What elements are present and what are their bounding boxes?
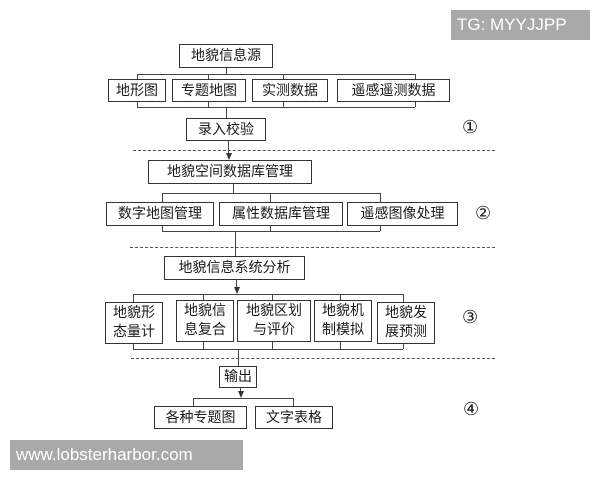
node-text-line: 地貌形 xyxy=(113,305,155,321)
node-digital-map-management: 数字地图管理 xyxy=(106,202,214,226)
connector xyxy=(240,388,242,392)
connector xyxy=(162,231,380,233)
node-input-verification: 录入校验 xyxy=(186,118,266,141)
node-geomorph-info-source: 地貌信息源 xyxy=(179,44,273,68)
stage-divider xyxy=(133,150,495,151)
node-mechanism-simulation: 地貌机 制模拟 xyxy=(314,300,372,342)
connector xyxy=(137,74,415,76)
stage-label-3: ③ xyxy=(462,307,479,328)
arrow-down-icon xyxy=(233,287,240,294)
node-thematic-map: 专题地图 xyxy=(172,79,246,102)
node-text-line: 息复合 xyxy=(184,322,226,338)
connector xyxy=(193,398,293,400)
connector xyxy=(228,141,230,154)
stage-label-1: ① xyxy=(462,117,479,138)
node-output: 输出 xyxy=(219,366,257,388)
node-attribute-database-management: 属性数据库管理 xyxy=(219,202,343,226)
connector xyxy=(133,294,403,296)
node-text-line: 展预测 xyxy=(385,324,427,340)
connector xyxy=(293,398,295,406)
connector xyxy=(236,280,238,288)
stage-label-2: ② xyxy=(475,203,492,224)
node-text-line: 态量计 xyxy=(113,324,155,340)
node-spatial-database-management: 地貌空间数据库管理 xyxy=(148,160,312,184)
node-gis-analysis: 地貌信息系统分析 xyxy=(164,256,305,280)
node-text-line: 地貌发 xyxy=(385,305,427,321)
node-text-line: 地貌信 xyxy=(184,303,226,319)
node-thematic-maps-output: 各种专题图 xyxy=(154,406,247,429)
node-development-prediction: 地貌发 展预测 xyxy=(377,302,435,344)
connector xyxy=(238,349,240,366)
connector xyxy=(193,398,195,406)
connector xyxy=(226,68,228,75)
node-topographic-map: 地形图 xyxy=(108,79,166,102)
stage-label-4: ④ xyxy=(463,399,480,420)
stage-divider xyxy=(130,247,495,248)
node-info-composite: 地貌信 息复合 xyxy=(176,300,234,342)
node-text-line: 制模拟 xyxy=(322,322,364,338)
arrow-down-icon xyxy=(225,153,232,160)
connector xyxy=(137,107,415,109)
stage-divider xyxy=(131,358,495,359)
connector xyxy=(233,184,235,193)
node-measured-data: 实测数据 xyxy=(252,79,328,102)
connector xyxy=(133,349,403,351)
node-text-line: 地貌机 xyxy=(322,303,364,319)
watermark-top-right: TG: MYYJJPP xyxy=(451,10,590,40)
node-text-line: 与评价 xyxy=(253,322,295,338)
arrow-down-icon xyxy=(237,391,244,398)
node-text-tables-output: 文字表格 xyxy=(255,406,333,429)
connector xyxy=(235,231,237,256)
node-regionalization-evaluation: 地貌区划 与评价 xyxy=(237,300,311,342)
node-morphometry: 地貌形 态量计 xyxy=(105,302,163,344)
watermark-bottom-left: www.lobsterharbor.com xyxy=(10,440,243,470)
connector xyxy=(226,107,228,118)
node-remote-sensing-data: 遥感遥测数据 xyxy=(337,79,450,102)
node-remote-sensing-image-processing: 遥感图像处理 xyxy=(347,202,458,226)
node-text-line: 地貌区划 xyxy=(246,303,302,319)
